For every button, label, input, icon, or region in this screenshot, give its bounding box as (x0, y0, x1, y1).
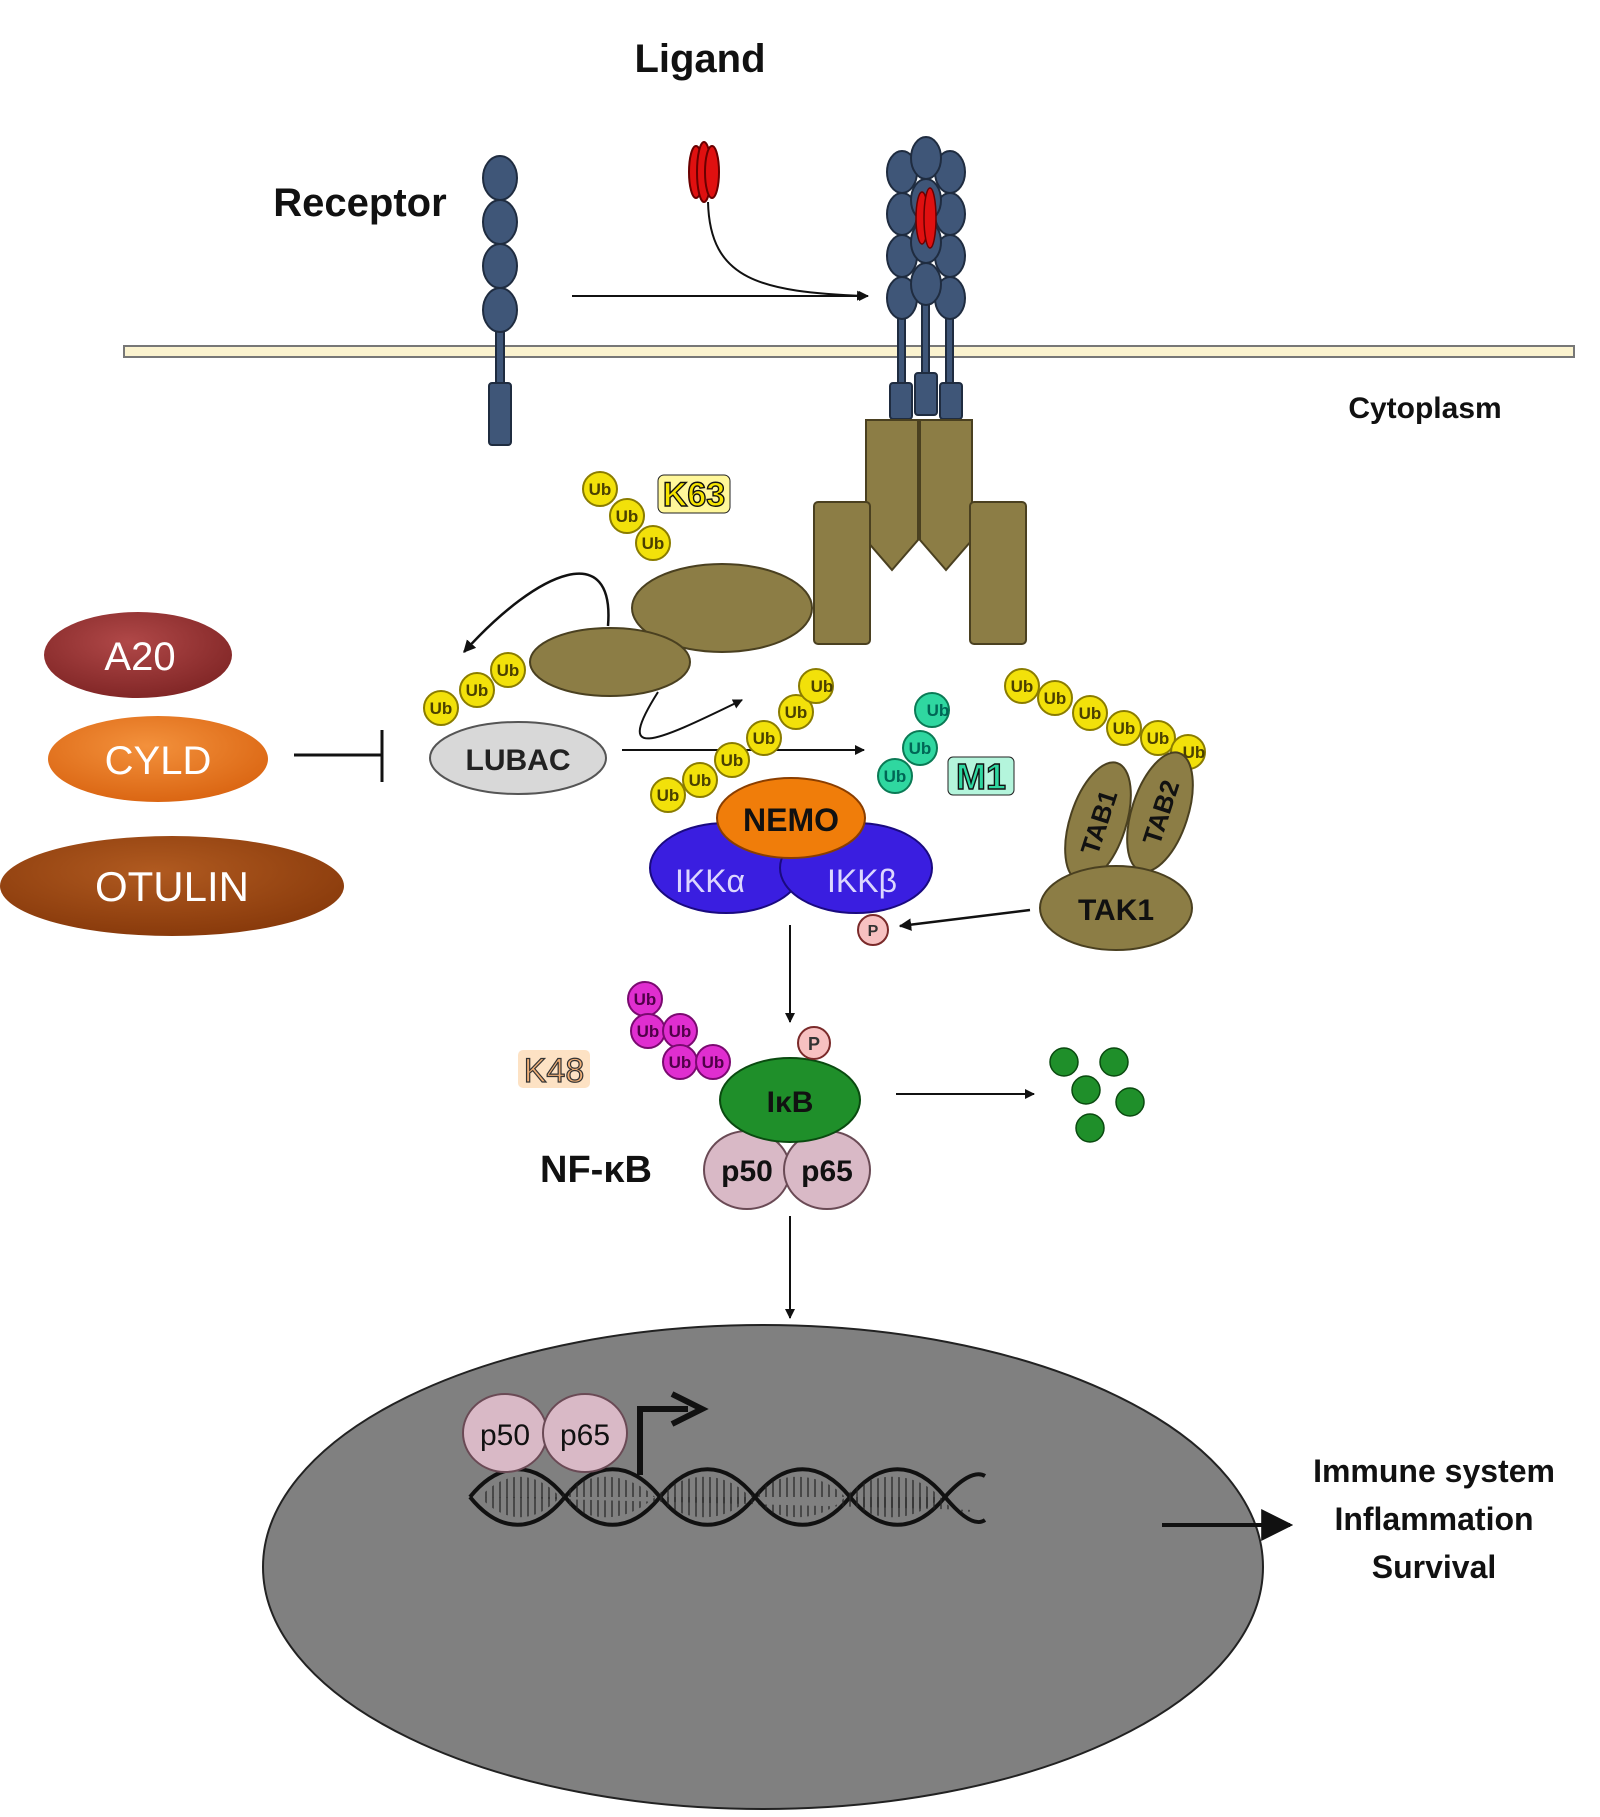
phospho-ikk (857, 914, 889, 946)
inhibition-symbol (294, 730, 384, 782)
ubiquitination-arrow-2 (638, 691, 743, 740)
ub-label: Ub (1147, 729, 1170, 748)
cytoplasm-label: Cytoplasm (1348, 392, 1501, 425)
a20-oval (44, 612, 232, 698)
ub-label: Ub (884, 767, 907, 786)
nuclear-p65-label: p65 (560, 1419, 610, 1452)
ub-label: Ub (1079, 704, 1102, 723)
bound-ligand (915, 187, 937, 249)
ub-label: Ub (430, 699, 453, 718)
otulin-label: OTULIN (95, 863, 249, 910)
lubac-ub-chain: Ub Ub Ub (423, 652, 526, 726)
ub-label: Ub (669, 1022, 692, 1041)
ub-label: Ub (1011, 677, 1034, 696)
phospho-ikb (797, 1026, 831, 1060)
cell-membrane (123, 345, 1575, 358)
nucleus (262, 1324, 1264, 1810)
adaptor-complex (529, 419, 1027, 697)
outcome-survival: Survival (1372, 1549, 1497, 1585)
a20-label: A20 (104, 635, 175, 679)
ub-label: Ub (589, 480, 612, 499)
otulin-oval (0, 836, 344, 936)
cyld-oval (48, 716, 268, 802)
nuclear-p65-oval (542, 1393, 628, 1473)
ub-label: Ub (657, 786, 680, 805)
ub-label: Ub (909, 739, 932, 758)
nemo-label: NEMO (743, 802, 839, 838)
nfkb-label: NF-κB (540, 1149, 652, 1191)
ubiquitination-arrow (463, 572, 610, 653)
ub-label: Ub (642, 534, 665, 553)
tak1-phosphorylation-arrow (898, 908, 1031, 931)
receptor-trimer (886, 136, 966, 421)
ub-label: Ub (927, 701, 950, 720)
receptor-label: Receptor (273, 181, 446, 225)
nemo-ub-chain: Ub Ub Ub Ub Ub Ub (650, 668, 834, 813)
nemo-oval (716, 777, 866, 859)
k48-ub-chain: Ub Ub Ub Ub Ub (627, 981, 731, 1080)
lubac-label: LUBAC (466, 744, 571, 777)
ub-label: Ub (1044, 689, 1067, 708)
m1-label: M1 (956, 756, 1006, 797)
nuclear-p50-label: p50 (480, 1419, 530, 1452)
k63-ub-chain-top: Ub Ub Ub (582, 471, 671, 561)
ikk-beta-label: IKKβ (827, 863, 897, 899)
outcome-inflammation: Inflammation (1334, 1501, 1533, 1537)
ub-label: Ub (702, 1053, 725, 1072)
k63-label: K63 (663, 476, 725, 514)
ikb-label: IκB (767, 1086, 814, 1119)
lubac-oval (429, 721, 607, 795)
k63-badge-bg (657, 474, 731, 514)
ub-label: Ub (753, 729, 776, 748)
cyld-label: CYLD (105, 739, 212, 783)
ub-label: Ub (1183, 743, 1206, 762)
degraded-ikb-fragments (1049, 1047, 1145, 1143)
ikk-alpha-label: IKKα (675, 863, 745, 899)
ub-label: Ub (497, 661, 520, 680)
k48-badge-bg (518, 1050, 590, 1088)
ub-label: Ub (637, 1022, 660, 1041)
ligand-binding-arrow (707, 201, 867, 301)
m1-ub-chain: Ub Ub Ub (877, 692, 950, 794)
outcome-immune: Immune system (1313, 1453, 1555, 1489)
ub-label: Ub (669, 1053, 692, 1072)
k48-label: K48 (524, 1052, 585, 1090)
ub-label: Ub (785, 703, 808, 722)
ikb-oval (719, 1057, 861, 1143)
ligand-label: Ligand (634, 37, 765, 81)
ub-label: Ub (634, 990, 657, 1009)
phospho-ikb-label: P (808, 1034, 820, 1054)
transcription-arrowhead (670, 1391, 709, 1427)
ub-label: Ub (689, 771, 712, 790)
ligand-trimer (688, 141, 720, 203)
receptor-unbound (482, 155, 518, 446)
ub-label: Ub (721, 751, 744, 770)
ub-label: Ub (1113, 719, 1136, 738)
ub-label: Ub (466, 681, 489, 700)
tab-ub-chain: Ub Ub Ub Ub Ub Ub (1004, 668, 1206, 770)
tak1-label: TAK1 (1078, 894, 1154, 927)
phospho-ikk-label: P (868, 923, 879, 940)
p50-label: p50 (721, 1155, 773, 1188)
transcription-start-arrow (637, 1406, 688, 1475)
tak1-oval (1039, 865, 1193, 951)
ub-label: Ub (811, 677, 834, 696)
p65-label: p65 (801, 1155, 853, 1188)
dna-helix (468, 1467, 987, 1527)
m1-badge-bg (947, 756, 1015, 796)
ub-label: Ub (616, 507, 639, 526)
